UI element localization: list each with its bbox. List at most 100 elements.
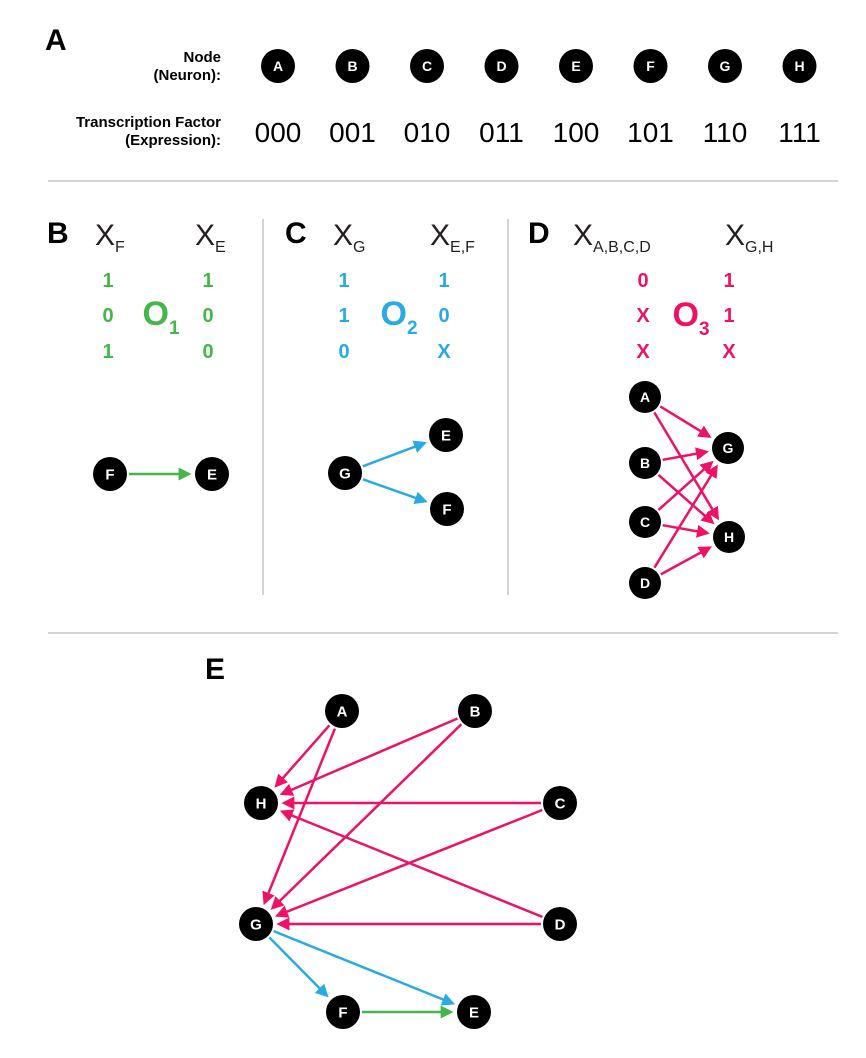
- truth-value: X: [722, 341, 736, 363]
- truth-value: 1: [102, 270, 113, 292]
- graph-node-C: C: [543, 786, 577, 820]
- graph-node-F: F: [93, 457, 127, 491]
- panel-b-label: B: [47, 217, 69, 250]
- graph-node-E: E: [195, 457, 229, 491]
- panel-d-col1-header: XA,B,C,D: [573, 219, 651, 256]
- graph-node-letter: G: [250, 916, 262, 933]
- panel-e-label: E: [205, 653, 225, 686]
- operator-o3: O3: [672, 296, 709, 340]
- edge-B-to-G: [662, 447, 709, 462]
- truth-value: 1: [438, 270, 449, 292]
- graph-node-B: B: [629, 447, 661, 479]
- expression-value: 010: [404, 117, 451, 148]
- truth-value: 0: [637, 270, 648, 292]
- graph-node-C: C: [629, 506, 661, 538]
- operator-o2: O2: [380, 295, 417, 339]
- truth-value: 0: [202, 305, 213, 327]
- dividers: [48, 180, 838, 634]
- expression-value: 011: [479, 117, 524, 148]
- panel-b-col2-header: XE: [195, 219, 226, 256]
- edge-C-to-G: [274, 808, 543, 918]
- truth-value: X: [636, 305, 650, 327]
- graph-node-letter: F: [105, 466, 114, 483]
- graph-node-letter: H: [724, 529, 734, 545]
- expression-value: 101: [627, 117, 674, 148]
- edge-B-to-H: [279, 717, 458, 796]
- expression-value: 100: [553, 117, 600, 148]
- truth-value: 0: [438, 305, 449, 327]
- panel-c-col2-header: XE,F: [430, 219, 475, 256]
- graph-node-D: D: [543, 907, 577, 941]
- edge-G-to-E: [273, 929, 456, 1006]
- tf-row-label-line2: (Expression):: [125, 132, 221, 149]
- graph-node-A: A: [325, 694, 359, 728]
- truth-value: 0: [338, 341, 349, 363]
- panel-a-label: A: [45, 24, 67, 57]
- neuron-node-letter: B: [347, 58, 357, 74]
- truth-value: 1: [202, 270, 213, 292]
- graph-node-letter: F: [442, 501, 451, 518]
- edge-G-to-F: [362, 478, 428, 504]
- neuron-node-letter: G: [720, 58, 731, 74]
- graph-node-H: H: [244, 786, 278, 820]
- neuron-node-letter: F: [646, 58, 655, 74]
- graph-node-letter: B: [640, 455, 650, 471]
- graph-node-letter: B: [470, 703, 481, 720]
- neuron-node-A: A: [261, 49, 295, 83]
- panel-d-col2-header: XG,H: [725, 219, 773, 256]
- expression-value: 001: [329, 117, 376, 148]
- graph-node-H: H: [713, 521, 745, 553]
- panel-a-expression-row: 000 001 010 011 100 101 110 111: [255, 117, 821, 148]
- graph-node-letter: C: [555, 795, 566, 812]
- edge-A-to-G: [262, 728, 337, 906]
- graph-node-letter: D: [555, 916, 566, 933]
- truth-value: 1: [102, 341, 113, 363]
- expression-value: 000: [255, 117, 302, 148]
- edge-C-to-H: [662, 523, 710, 538]
- graph-node-F: F: [326, 995, 360, 1029]
- node-row-label-line1: Node: [184, 49, 222, 66]
- edge-G-to-F: [268, 936, 329, 998]
- edge-D-to-H: [279, 809, 543, 919]
- neuron-node-letter: H: [794, 58, 804, 74]
- panel-d-graph: A B C D G H: [629, 381, 745, 599]
- graph-node-G: G: [712, 432, 744, 464]
- edge-D-to-H: [660, 546, 712, 576]
- graph-node-G: G: [328, 456, 362, 490]
- neuron-node-letter: D: [496, 58, 506, 74]
- operator-o1: O1: [142, 295, 179, 339]
- panel-c-col1-header: XG: [333, 219, 365, 256]
- graph-node-G: G: [239, 907, 273, 941]
- edge-B-to-G: [270, 723, 463, 910]
- graph-node-letter: F: [338, 1004, 347, 1021]
- panel-c-label: C: [285, 217, 307, 250]
- edge-C-to-G: [657, 460, 714, 511]
- graph-node-letter: E: [207, 466, 217, 483]
- graph-node-letter: E: [441, 427, 451, 444]
- neuron-node-B: B: [335, 49, 370, 83]
- truth-value: X: [437, 341, 451, 363]
- graph-node-F: F: [430, 492, 464, 526]
- graph-node-B: B: [458, 694, 492, 728]
- node-row-label-line2: (Neuron):: [154, 67, 222, 84]
- graph-node-letter: A: [640, 389, 650, 405]
- graph-node-letter: D: [640, 575, 650, 591]
- edge-A-to-G: [659, 405, 712, 438]
- expression-value: 111: [778, 117, 821, 148]
- graph-node-letter: G: [723, 440, 734, 456]
- truth-value: X: [636, 341, 650, 363]
- tf-row-label-line1: Transcription Factor: [76, 114, 221, 131]
- neuron-node-F: F: [633, 49, 668, 83]
- neuron-node-C: C: [410, 49, 444, 83]
- truth-value: 1: [723, 270, 734, 292]
- truth-value: 0: [102, 305, 113, 327]
- truth-value: 1: [723, 305, 734, 327]
- expression-value: 110: [703, 117, 748, 148]
- truth-value: 1: [338, 305, 349, 327]
- panel-b-col1-header: XF: [95, 219, 125, 256]
